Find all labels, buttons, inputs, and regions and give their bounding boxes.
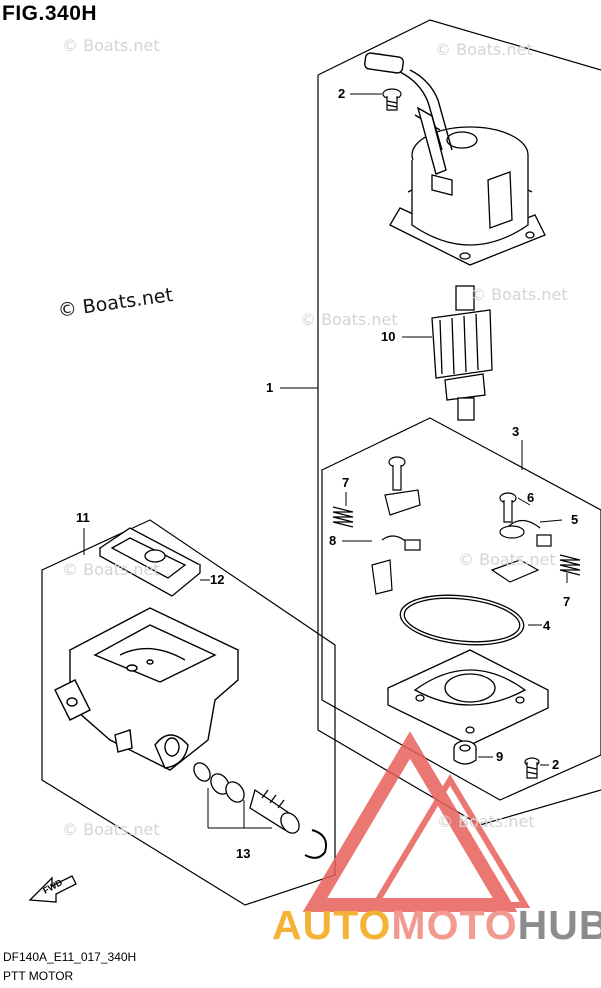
watermark-faint: © Boats.net xyxy=(470,285,568,304)
callout-7-right: 7 xyxy=(563,594,570,609)
assembly-frame-1 xyxy=(317,19,601,826)
callout-10: 10 xyxy=(381,329,395,344)
brand-part-moto: MOTO xyxy=(391,902,518,948)
callout-1: 1 xyxy=(266,380,273,395)
grommet-9 xyxy=(453,740,477,765)
watermark-faint: © Boats.net xyxy=(62,820,160,839)
callout-7-left: 7 xyxy=(342,475,349,490)
watermark-faint: © Boats.net xyxy=(62,560,160,579)
springs-7 xyxy=(332,506,581,576)
callout-4: 4 xyxy=(543,618,551,633)
cover-12 xyxy=(98,527,202,597)
automotohub-wordmark: AUTOMOTOHUB xyxy=(272,902,601,949)
lead-wires xyxy=(364,52,453,175)
brush-holder-plate xyxy=(387,649,549,746)
callout-2-bottom: 2 xyxy=(552,757,559,772)
figure-caption: PTT MOTOR xyxy=(3,969,74,983)
automotohub-logo-mark xyxy=(302,731,531,912)
watermark-faint: © Boats.net xyxy=(437,812,535,831)
brand-part-hub: HUB xyxy=(517,902,601,948)
brush-assembly-8 xyxy=(371,456,421,595)
motor-housing xyxy=(389,126,546,266)
callout-9: 9 xyxy=(496,749,503,764)
brush-assembly-5 xyxy=(490,492,552,583)
callout-11: 11 xyxy=(76,510,90,525)
watermark-faint: © Boats.net xyxy=(458,550,556,569)
callout-5: 5 xyxy=(571,512,578,527)
watermark-faint: © Boats.net xyxy=(435,40,533,59)
brand-part-auto: AUTO xyxy=(272,902,392,948)
watermark-faint: © Boats.net xyxy=(62,36,160,55)
callout-2-top: 2 xyxy=(338,86,345,101)
figure-title: FIG.340H xyxy=(2,2,98,25)
leader-lines xyxy=(83,93,568,829)
pump-body xyxy=(54,607,240,771)
callout-3: 3 xyxy=(512,424,519,439)
callout-6: 6 xyxy=(527,490,534,505)
watermark-faint: © Boats.net xyxy=(300,310,398,329)
o-ring-4 xyxy=(399,594,525,646)
callout-8: 8 xyxy=(329,533,336,548)
screw-2-top xyxy=(382,88,402,111)
figure-code: DF140A_E11_017_340H xyxy=(3,950,137,964)
fwd-arrow xyxy=(28,875,77,903)
assembly-frame-3 xyxy=(321,417,601,801)
callout-12: 12 xyxy=(210,572,224,587)
armature xyxy=(431,285,493,421)
callout-labels: 1 2 3 4 5 6 7 7 8 9 2 10 11 12 13 xyxy=(76,86,578,861)
callout-13: 13 xyxy=(236,846,250,861)
valve-assembly-13 xyxy=(193,762,328,859)
screw-2-bottom xyxy=(524,757,540,779)
